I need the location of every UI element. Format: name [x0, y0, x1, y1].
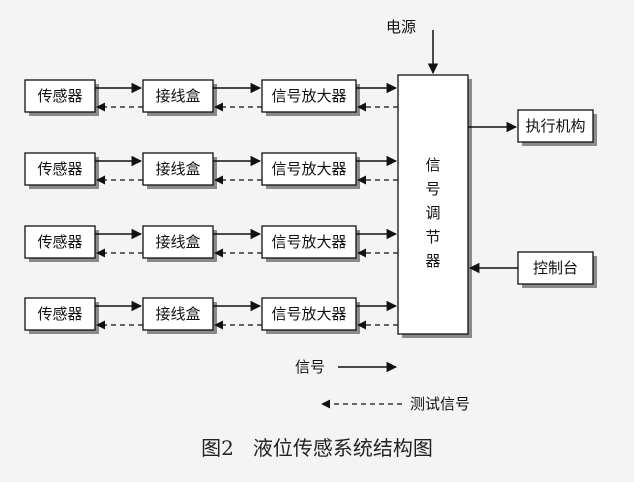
- junction-box-label: 接线盒: [155, 233, 200, 251]
- channel-rows: 传感器接线盒信号放大器传感器接线盒信号放大器传感器接线盒信号放大器传感器接线盒信…: [24, 79, 398, 334]
- signal-amplifier-block: 信号放大器: [261, 297, 360, 334]
- junction-box-block: 接线盒: [142, 152, 217, 189]
- power-label: 电源: [386, 18, 416, 36]
- signal-amplifier-block: 信号放大器: [261, 225, 360, 262]
- figure-caption: 图2 液位传感系统结构图: [201, 436, 433, 460]
- channel-row-1: 传感器 接线盒 信号放大器: [24, 79, 398, 116]
- channel-row-4: 传感器 接线盒 信号放大器: [24, 297, 398, 334]
- sensor-label: 传感器: [37, 160, 82, 178]
- legend-test-signal-label: 测试信号: [410, 395, 470, 413]
- signal-regulator-char: 号: [425, 180, 440, 198]
- signal-regulator-char: 调: [425, 204, 440, 222]
- signal-amplifier-label: 信号放大器: [271, 160, 346, 178]
- signal-regulator-char: 节: [425, 228, 440, 246]
- junction-box-block: 接线盒: [142, 225, 217, 262]
- channel-row-3: 传感器 接线盒 信号放大器: [24, 225, 398, 262]
- signal-amplifier-label: 信号放大器: [271, 87, 346, 105]
- junction-box-label: 接线盒: [155, 305, 200, 323]
- sensor-block: 传感器: [24, 225, 99, 262]
- legend: 信号 测试信号: [295, 358, 470, 413]
- junction-box-block: 接线盒: [142, 79, 217, 116]
- legend-signal-label: 信号: [295, 358, 325, 376]
- console-label: 控制台: [533, 259, 578, 277]
- junction-box-block: 接线盒: [142, 297, 217, 334]
- channel-row-2: 传感器 接线盒 信号放大器: [24, 152, 398, 189]
- actuator-block: 执行机构: [517, 109, 597, 146]
- sensor-block: 传感器: [24, 152, 99, 189]
- signal-regulator-char: 器: [425, 252, 440, 270]
- sensor-label: 传感器: [37, 305, 82, 323]
- console-block: 控制台: [517, 251, 597, 288]
- signal-regulator-char: 信: [425, 156, 440, 174]
- signal-amplifier-label: 信号放大器: [271, 305, 346, 323]
- sensor-label: 传感器: [37, 87, 82, 105]
- sensor-block: 传感器: [24, 79, 99, 116]
- junction-box-label: 接线盒: [155, 160, 200, 178]
- junction-box-label: 接线盒: [155, 87, 200, 105]
- signal-amplifier-block: 信号放大器: [261, 152, 360, 189]
- sensor-label: 传感器: [37, 233, 82, 251]
- signal-amplifier-label: 信号放大器: [271, 233, 346, 251]
- actuator-label: 执行机构: [525, 117, 585, 135]
- signal-amplifier-block: 信号放大器: [261, 79, 360, 116]
- sensor-block: 传感器: [24, 297, 99, 334]
